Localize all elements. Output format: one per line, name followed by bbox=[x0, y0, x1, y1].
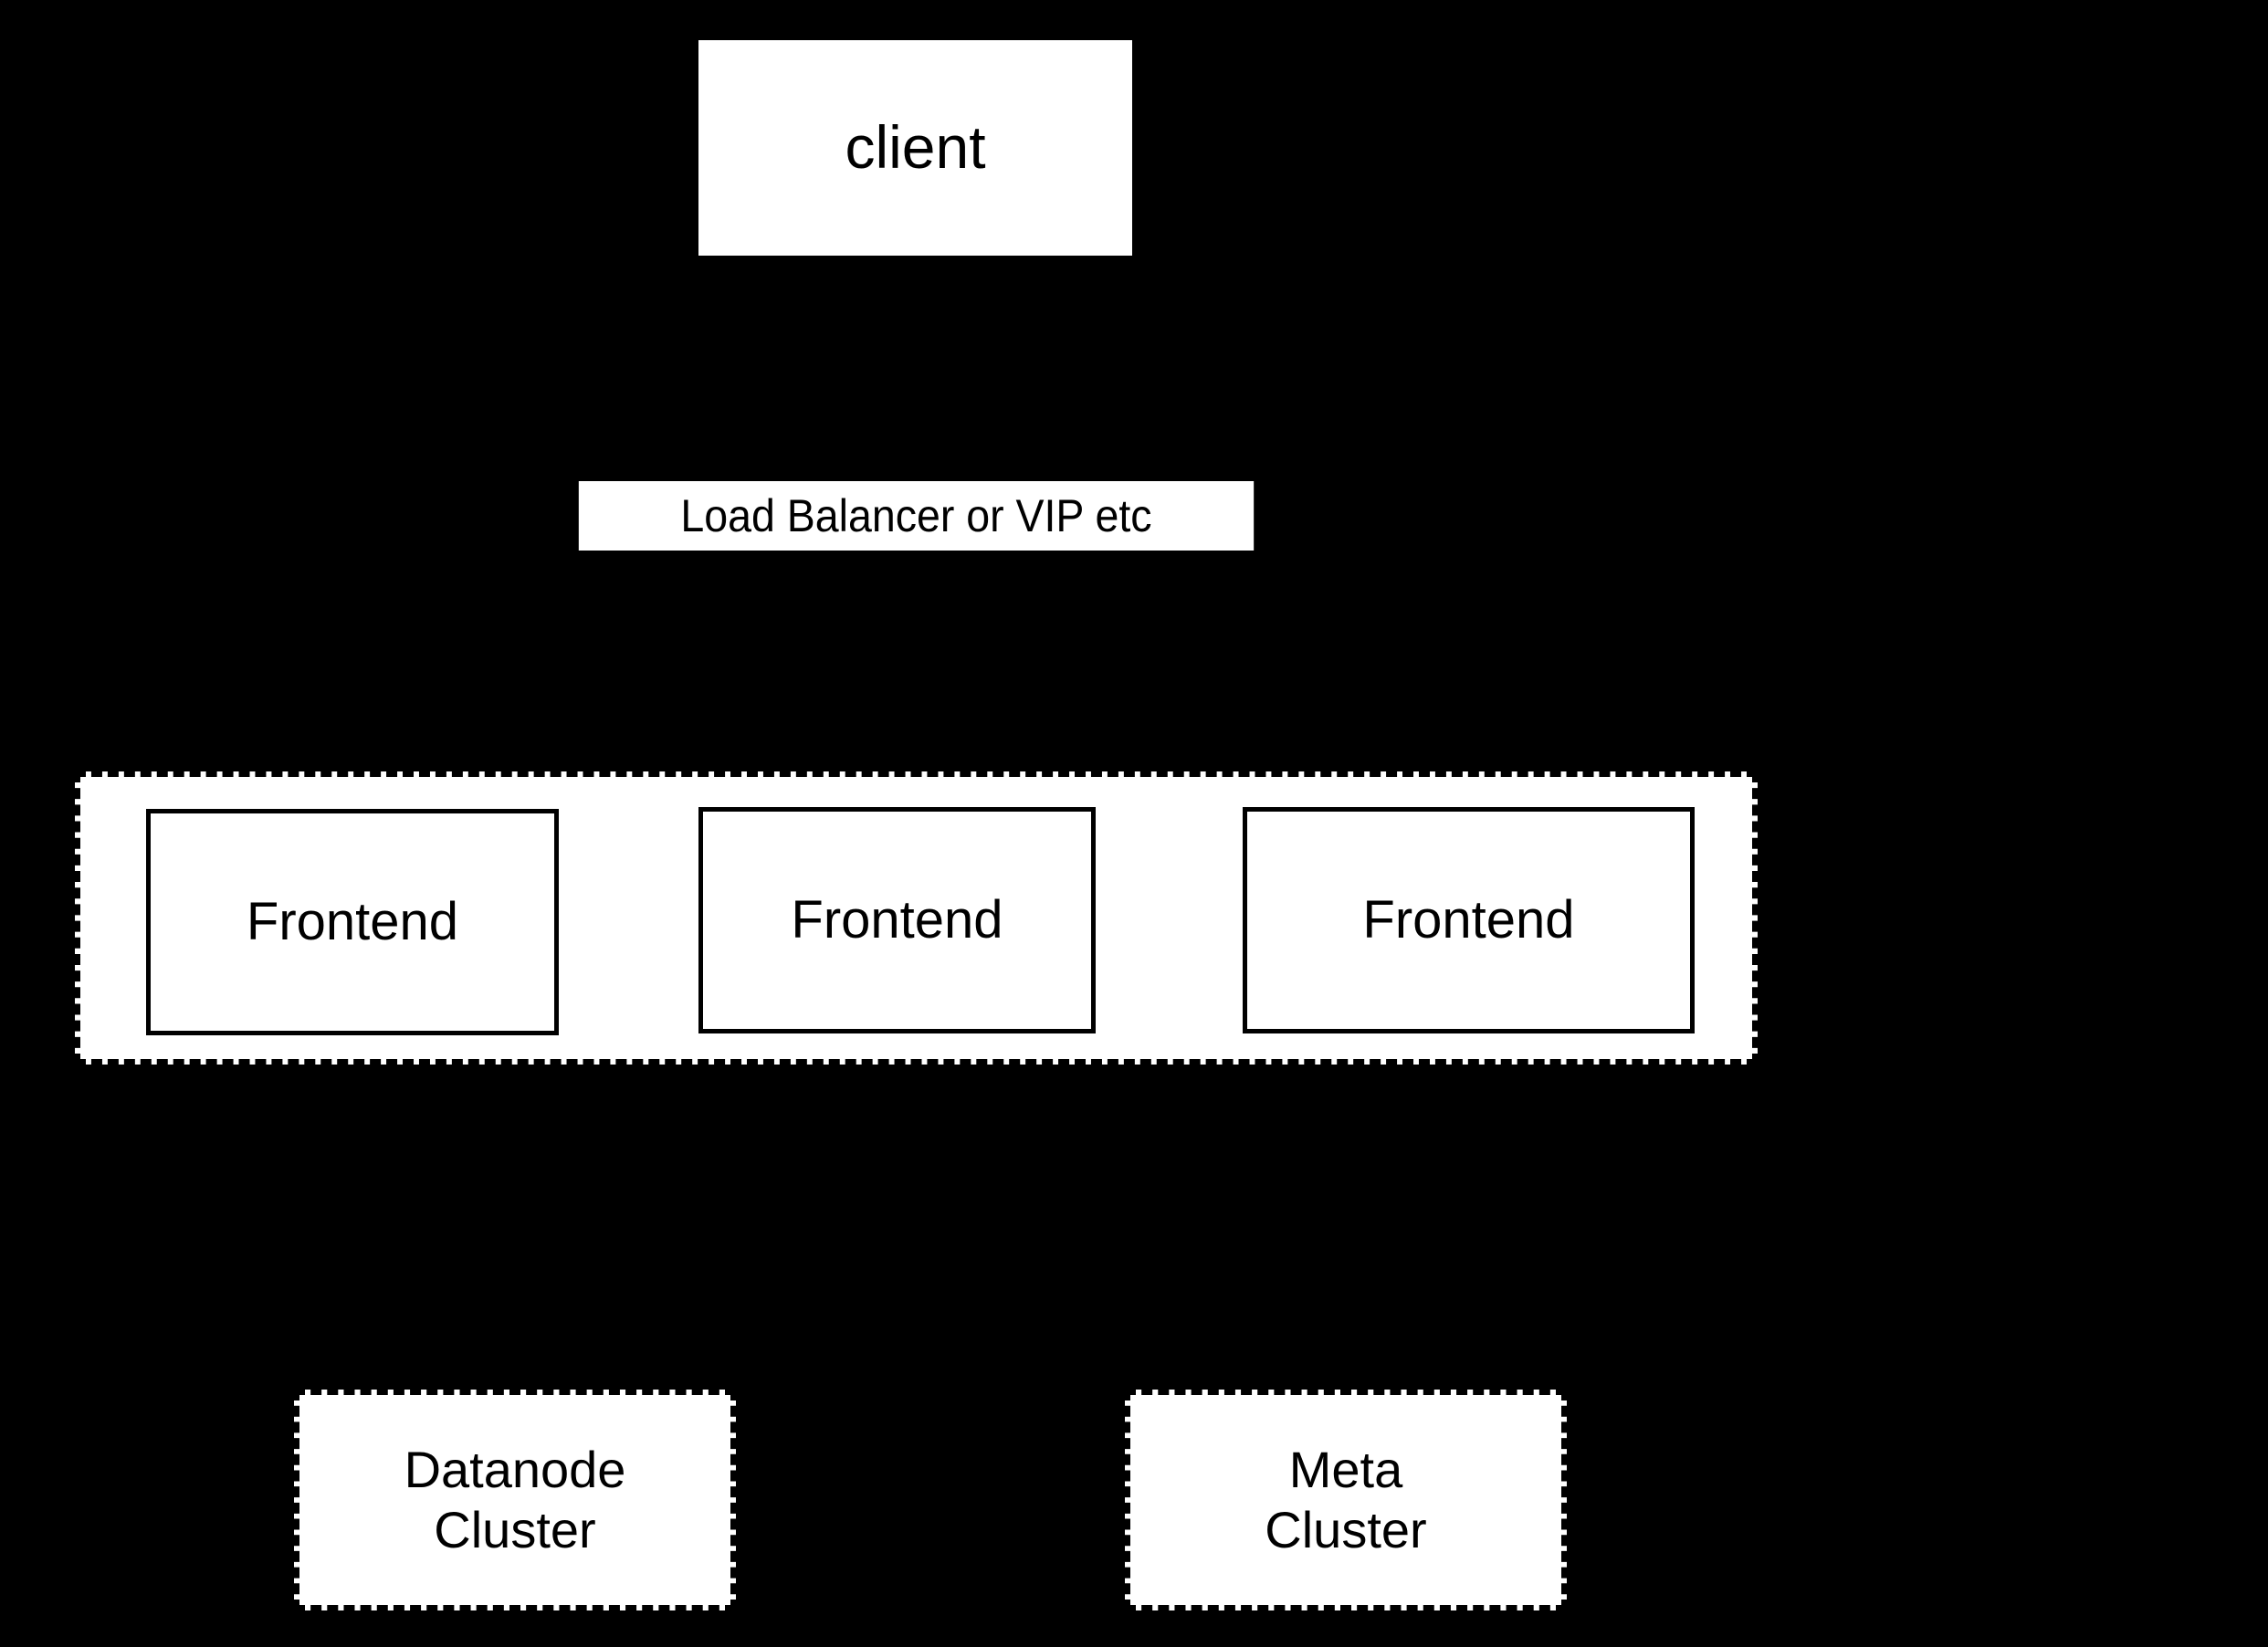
node-frontend-3[interactable]: Frontend bbox=[1243, 807, 1695, 1033]
node-frontend-1-label: Frontend bbox=[246, 891, 459, 951]
node-datanode-cluster-label: Datanode Cluster bbox=[404, 1440, 626, 1558]
node-meta-cluster[interactable]: Meta Cluster bbox=[1125, 1390, 1567, 1610]
node-load-balancer-label: Load Balancer or VIP etc bbox=[680, 489, 1152, 541]
node-datanode-cluster[interactable]: Datanode Cluster bbox=[294, 1390, 736, 1610]
frontend-cluster-group: Frontend Frontend Frontend bbox=[75, 771, 1758, 1065]
node-frontend-2-label: Frontend bbox=[791, 889, 1003, 949]
node-frontend-2[interactable]: Frontend bbox=[698, 807, 1096, 1033]
node-client-label: client bbox=[845, 113, 986, 182]
node-frontend-1[interactable]: Frontend bbox=[146, 809, 559, 1035]
node-load-balancer[interactable]: Load Balancer or VIP etc bbox=[578, 481, 1255, 551]
node-frontend-3-label: Frontend bbox=[1362, 889, 1575, 949]
node-meta-cluster-label: Meta Cluster bbox=[1265, 1440, 1427, 1558]
node-client[interactable]: client bbox=[698, 40, 1132, 256]
frontend-row: Frontend Frontend Frontend bbox=[80, 777, 1752, 1059]
